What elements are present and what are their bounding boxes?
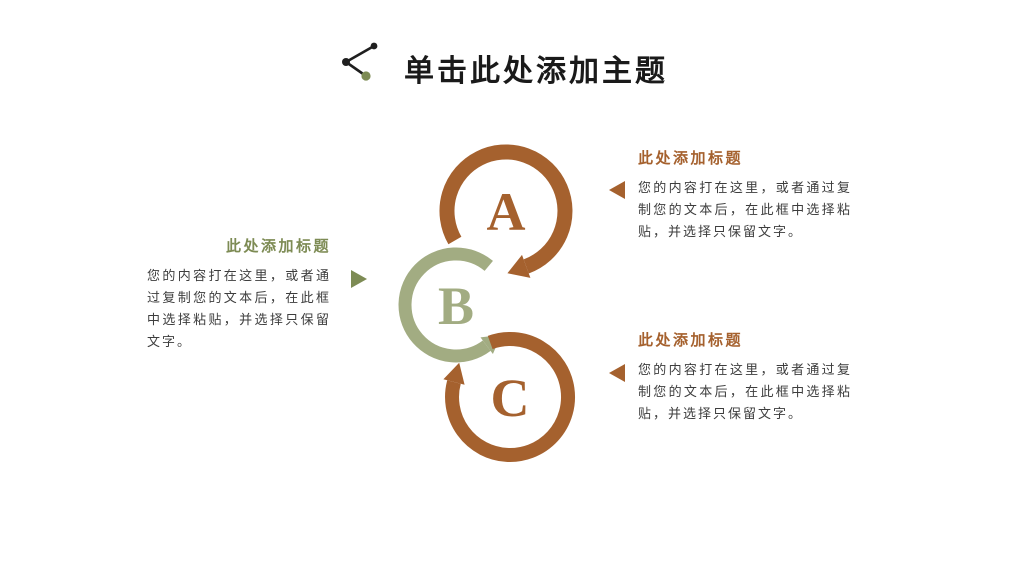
ring-b: B bbox=[398, 247, 502, 363]
text-block-right-top-heading: 此处添加标题 bbox=[638, 149, 744, 167]
ring-c-arc bbox=[445, 332, 575, 462]
ring-c-letter: C bbox=[491, 368, 530, 428]
text-block-left-body: 您的内容打在这里，或者通过复制您的文本后，在此框中选择粘贴，并选择只保留文字。 bbox=[147, 269, 331, 350]
ring-a: A bbox=[439, 144, 573, 278]
molecule-icon bbox=[334, 36, 382, 88]
text-block-right-bottom-body: 您的内容打在这里，或者通过复制您的文本后，在此框中选择粘贴，并选择只保留文字。 bbox=[638, 363, 852, 422]
triangle-right-icon bbox=[351, 270, 367, 288]
ring-a-arc bbox=[439, 144, 573, 274]
text-block-left-heading: 此处添加标题 bbox=[225, 237, 331, 255]
ring-a-arrowhead-icon bbox=[507, 254, 531, 278]
text-block-right-top: 此处添加标题 您的内容打在这里，或者通过复制您的文本后，在此框中选择粘贴，并选择… bbox=[638, 148, 852, 244]
text-block-right-bottom-heading: 此处添加标题 bbox=[638, 331, 744, 349]
ring-c-arrowhead-icon bbox=[443, 362, 465, 385]
ring-a-letter: A bbox=[487, 182, 526, 242]
text-block-left: 此处添加标题 您的内容打在这里，或者通过复制您的文本后，在此框中选择粘贴，并选择… bbox=[147, 236, 331, 354]
ring-c: C bbox=[443, 332, 575, 462]
text-block-right-top-body: 您的内容打在这里，或者通过复制您的文本后，在此框中选择粘贴，并选择只保留文字。 bbox=[638, 181, 852, 240]
abc-cycle-diagram: A B C bbox=[380, 130, 600, 484]
text-block-right-bottom: 此处添加标题 您的内容打在这里，或者通过复制您的文本后，在此框中选择粘贴，并选择… bbox=[638, 330, 852, 426]
ring-b-letter: B bbox=[438, 276, 474, 336]
slide-title: 单击此处添加主题 bbox=[404, 54, 668, 89]
triangle-left-icon bbox=[609, 364, 625, 382]
triangle-left-icon bbox=[609, 181, 625, 199]
ring-b-arc bbox=[398, 247, 493, 363]
